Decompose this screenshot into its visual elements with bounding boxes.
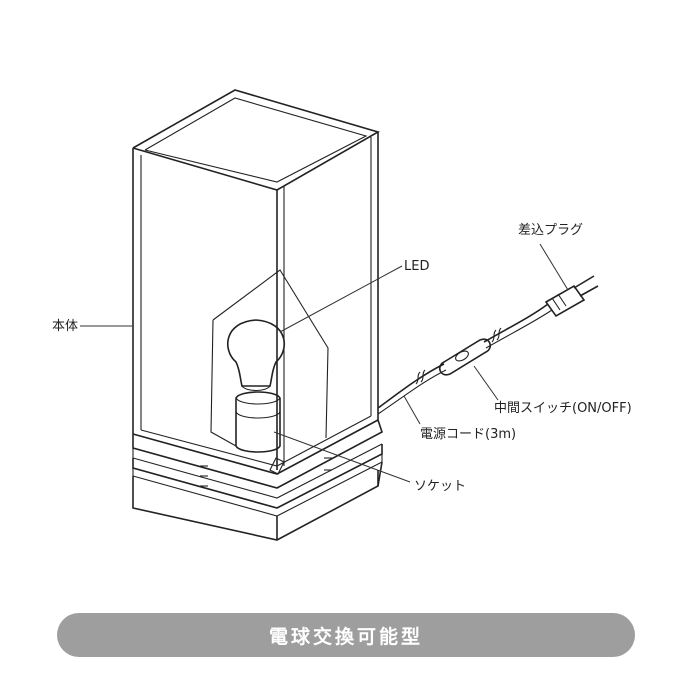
plug xyxy=(544,275,599,318)
led-bulb xyxy=(227,319,285,392)
socket xyxy=(235,391,281,453)
label-socket: ソケット xyxy=(414,479,466,494)
clip-icon xyxy=(269,457,285,475)
label-switch: 中間スイッチ(ON/OFF) xyxy=(494,401,632,416)
lamp-body xyxy=(132,89,381,475)
label-cord: 電源コード(3m) xyxy=(420,427,516,442)
leader-plug xyxy=(539,243,569,291)
leader-cord xyxy=(403,395,421,425)
power-cord xyxy=(377,303,553,415)
leader-switch xyxy=(473,365,499,401)
leader-led xyxy=(279,265,403,333)
inner-shade xyxy=(210,269,329,447)
lamp-base xyxy=(132,419,383,541)
label-plug: 差込プラグ xyxy=(518,223,583,238)
inline-switch xyxy=(438,338,492,376)
label-body: 本体 xyxy=(52,319,78,334)
feature-banner: 電球交換可能型 xyxy=(57,613,635,657)
label-led: LED xyxy=(404,259,429,274)
leader-socket xyxy=(273,431,411,483)
banner-text: 電球交換可能型 xyxy=(268,625,423,648)
